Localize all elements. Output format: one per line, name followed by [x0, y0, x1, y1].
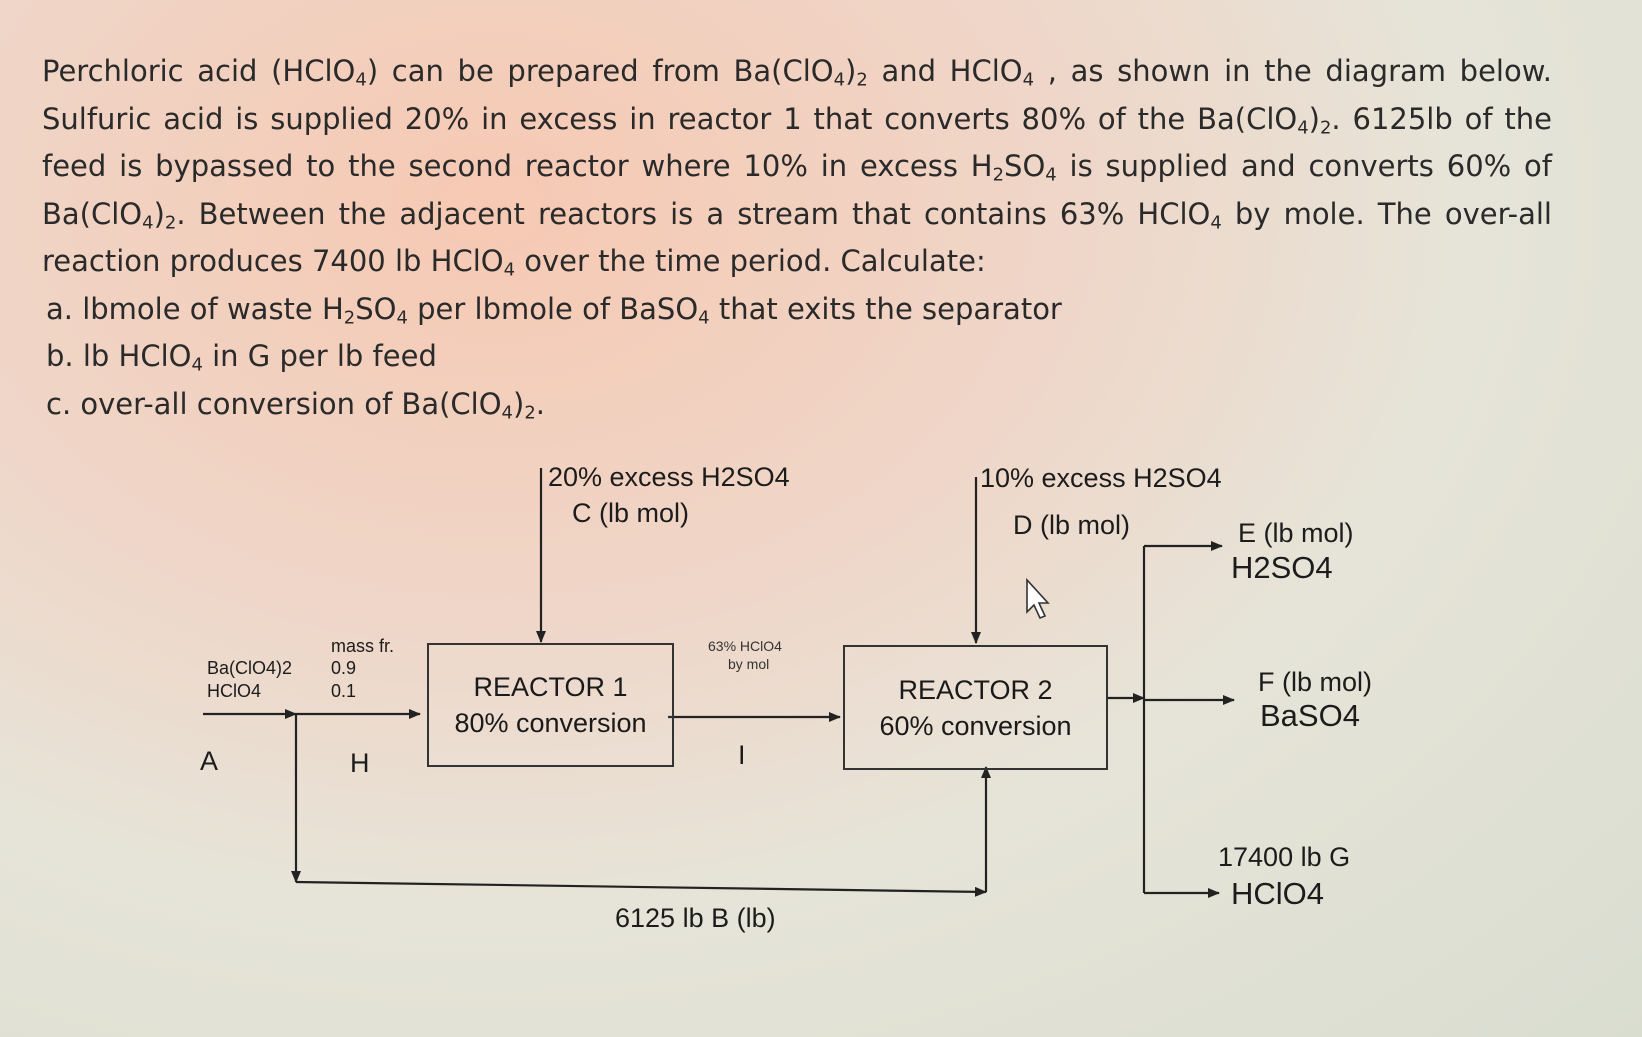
feed-d-label: 10% excess H2SO4 — [980, 463, 1222, 493]
mouse-cursor-icon — [1026, 577, 1050, 620]
question-c: c. over-all conversion of Ba(ClO4)2. — [46, 386, 545, 423]
feed-c-label: 20% excess H2SO4 — [548, 462, 790, 492]
stream-i-basis: by mol — [728, 656, 770, 672]
mass-fraction-header: mass fr. — [331, 636, 395, 656]
feed-d-amount: D (lb mol) — [1013, 510, 1131, 540]
reactor-2: REACTOR 2 60% conversion — [843, 645, 1108, 770]
stream-b-label: 6125 lb B (lb) — [615, 903, 776, 933]
reactor-1-title: REACTOR 1 — [473, 672, 628, 702]
problem-intro: Perchloric acid (HClO4) can be prepared … — [42, 54, 1552, 281]
stream-a-label: A — [200, 746, 219, 776]
feed-c-amount: C (lb mol) — [572, 498, 690, 528]
question-b: b. lb HClO4 in G per lb feed — [46, 339, 437, 376]
stream-e-species: H2SO4 — [1231, 550, 1333, 585]
stream-f-label: F (lb mol) — [1258, 667, 1372, 697]
component-ba-clo4-value: 0.9 — [331, 658, 357, 678]
component-hclo4-value: 0.1 — [331, 681, 357, 701]
stream-i-composition: 63% HClO4 — [708, 638, 782, 654]
component-hclo4: HClO4 — [207, 681, 262, 701]
reactor-2-conversion: 60% conversion — [879, 710, 1072, 741]
stream-h-label: H — [350, 748, 370, 778]
stream-b-line — [295, 880, 987, 897]
stream-i-label: I — [738, 740, 746, 770]
question-a: a. lbmole of waste H2SO4 per lbmole of B… — [46, 291, 1062, 328]
reactor-2-title: REACTOR 2 — [898, 674, 1053, 705]
stream-f-species: BaSO4 — [1260, 698, 1360, 733]
reactor-1: REACTOR 1 80% conversion — [427, 643, 674, 767]
reactor-1-conversion: 80% conversion — [454, 708, 647, 738]
component-ba-clo4: Ba(ClO4)2 — [207, 658, 293, 678]
problem-statement: Perchloric acid (HClO4) can be prepared … — [42, 48, 1552, 428]
stream-g-species: HClO4 — [1231, 876, 1325, 911]
stream-g-label: 17400 lb G — [1218, 842, 1351, 872]
stream-e-label: E (lb mol) — [1238, 518, 1354, 548]
